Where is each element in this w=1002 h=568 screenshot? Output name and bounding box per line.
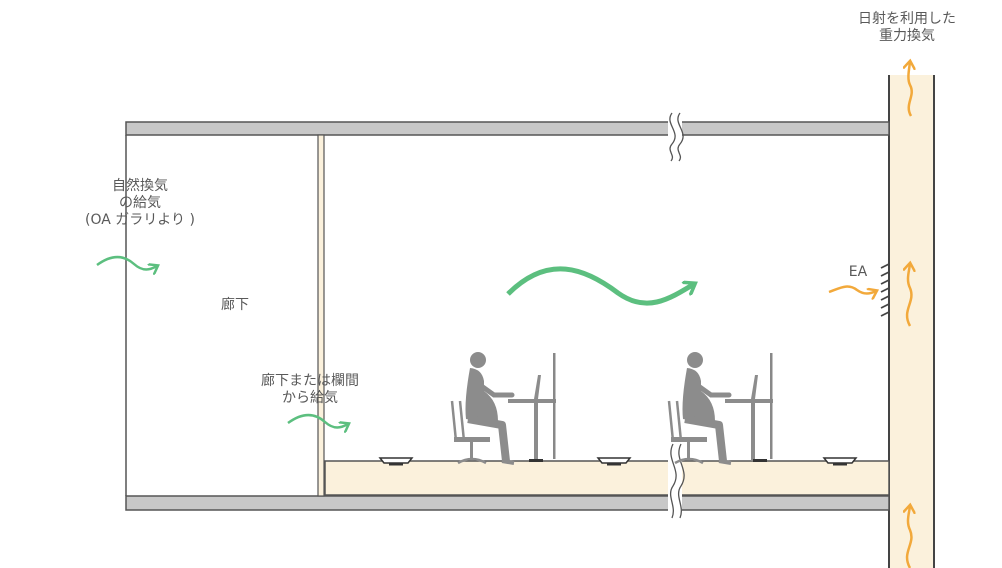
outdoor-air-arrow (96, 255, 157, 270)
corridor-label: 廊下 (221, 297, 249, 313)
natural-supply-label: 自然換気 の給気 (OA ガラリより ) (85, 178, 195, 228)
exhaust-arrow (828, 285, 876, 293)
air-diffuser-icon (529, 459, 543, 462)
solar-ventilation-label: 日射を利用した 重力換気 (858, 11, 956, 44)
roof-slab (125, 121, 890, 136)
louver-icon (880, 263, 890, 317)
air-diffuser-icon (753, 459, 767, 462)
shaft-upflow-arrow-top (908, 62, 911, 117)
corridor-supply-arrow (287, 413, 348, 428)
person-at-desk-icon (452, 352, 556, 463)
break-mark-icon (668, 443, 685, 519)
person-at-desk-icon (669, 352, 773, 463)
break-mark-icon (668, 112, 684, 162)
corridor-partition (317, 134, 325, 497)
exhaust-label: EA (848, 264, 868, 280)
shaft-upflow-arrow-middle (907, 264, 911, 327)
solar-chimney-shaft (888, 75, 935, 568)
shaft-upflow-arrow-bottom (907, 506, 911, 568)
raised-floor (324, 460, 890, 496)
room-airflow-arrow (506, 266, 694, 306)
floor-slab (125, 495, 890, 511)
corridor-supply-label: 廊下または欄間 から給気 (261, 373, 359, 406)
